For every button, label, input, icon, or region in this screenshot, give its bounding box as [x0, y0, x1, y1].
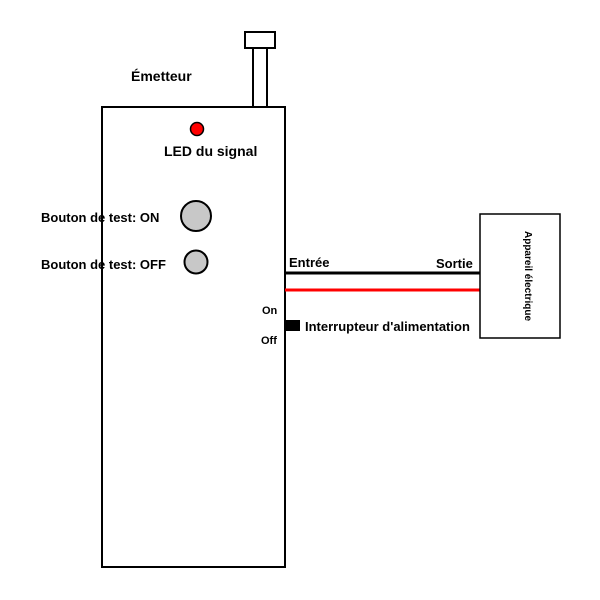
electrical-device: [479, 213, 561, 339]
antenna-cap: [244, 31, 276, 49]
test-button-on[interactable]: [180, 200, 212, 232]
device-label: Appareil électrique: [522, 230, 533, 322]
switch-off-label: Off: [261, 335, 277, 347]
signal-led: [189, 121, 205, 137]
test-button-on-label: Bouton de test: ON: [41, 210, 160, 225]
power-switch-label: Interrupteur d'alimentation: [305, 319, 470, 334]
test-button-off-label: Bouton de test: OFF: [41, 257, 166, 272]
power-switch[interactable]: [285, 320, 300, 331]
antenna-stem: [252, 47, 268, 109]
output-label: Sortie: [436, 256, 473, 271]
test-button-off[interactable]: [183, 249, 209, 275]
input-label: Entrée: [289, 255, 330, 270]
transmitter-body: [101, 106, 286, 568]
transmitter-title: Émetteur: [131, 68, 192, 84]
led-label: LED du signal: [164, 143, 258, 159]
switch-on-label: On: [262, 305, 278, 317]
